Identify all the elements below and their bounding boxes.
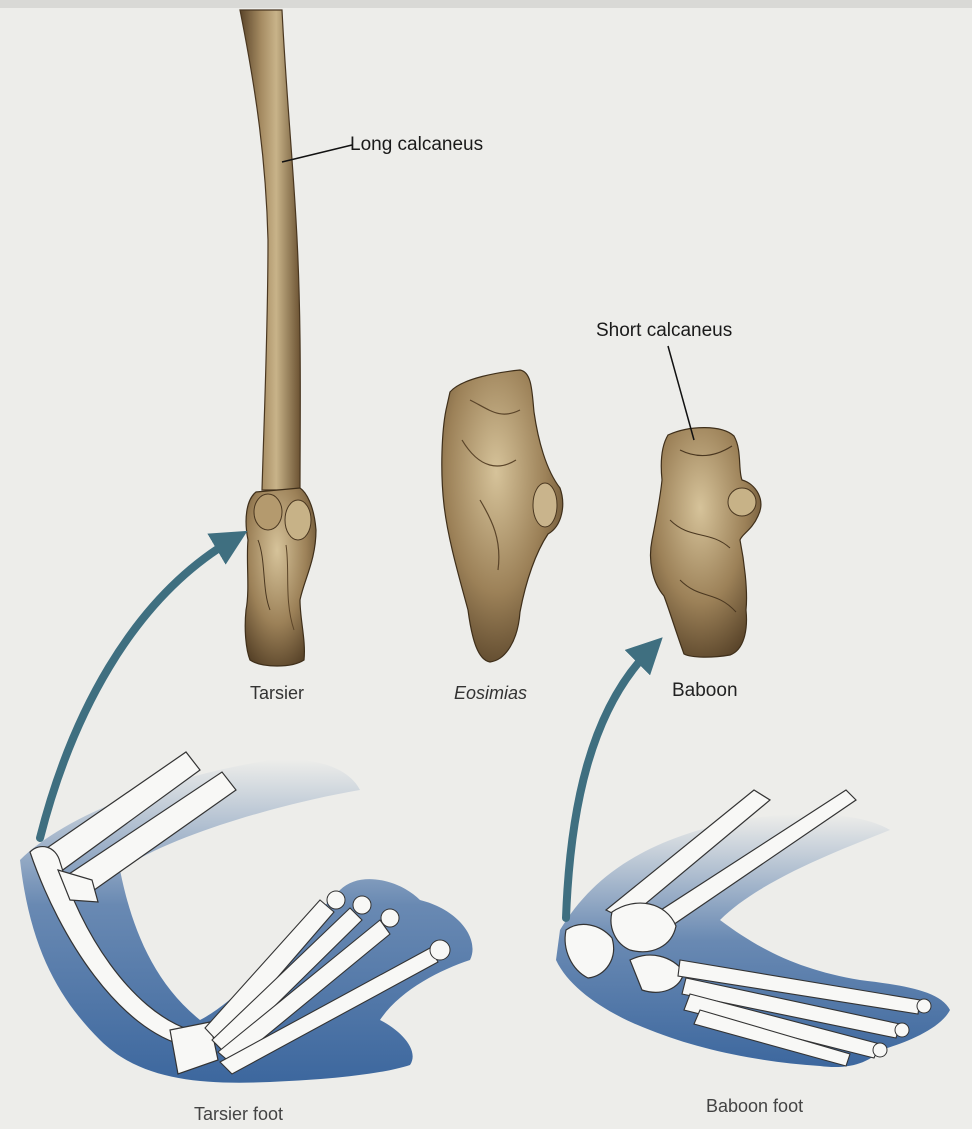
eosimias-calcaneus bbox=[442, 370, 563, 662]
eosimias-label: Eosimias bbox=[454, 683, 527, 704]
baboon-label: Baboon bbox=[672, 680, 738, 702]
baboon-foot-label: Baboon foot bbox=[706, 1096, 803, 1117]
short-calcaneus-leader bbox=[668, 346, 694, 440]
tarsier-label: Tarsier bbox=[250, 683, 304, 704]
baboon-calcaneus bbox=[651, 428, 761, 658]
tarsier-foot-label: Tarsier foot bbox=[194, 1104, 283, 1125]
baboon-foot bbox=[556, 790, 950, 1067]
tarsier-foot bbox=[20, 752, 473, 1083]
long-calcaneus-label: Long calcaneus bbox=[350, 134, 483, 156]
tarsier-calcaneus bbox=[240, 10, 316, 666]
long-calcaneus-leader bbox=[282, 145, 352, 162]
top-frame bbox=[0, 0, 972, 8]
short-calcaneus-label: Short calcaneus bbox=[596, 320, 732, 342]
